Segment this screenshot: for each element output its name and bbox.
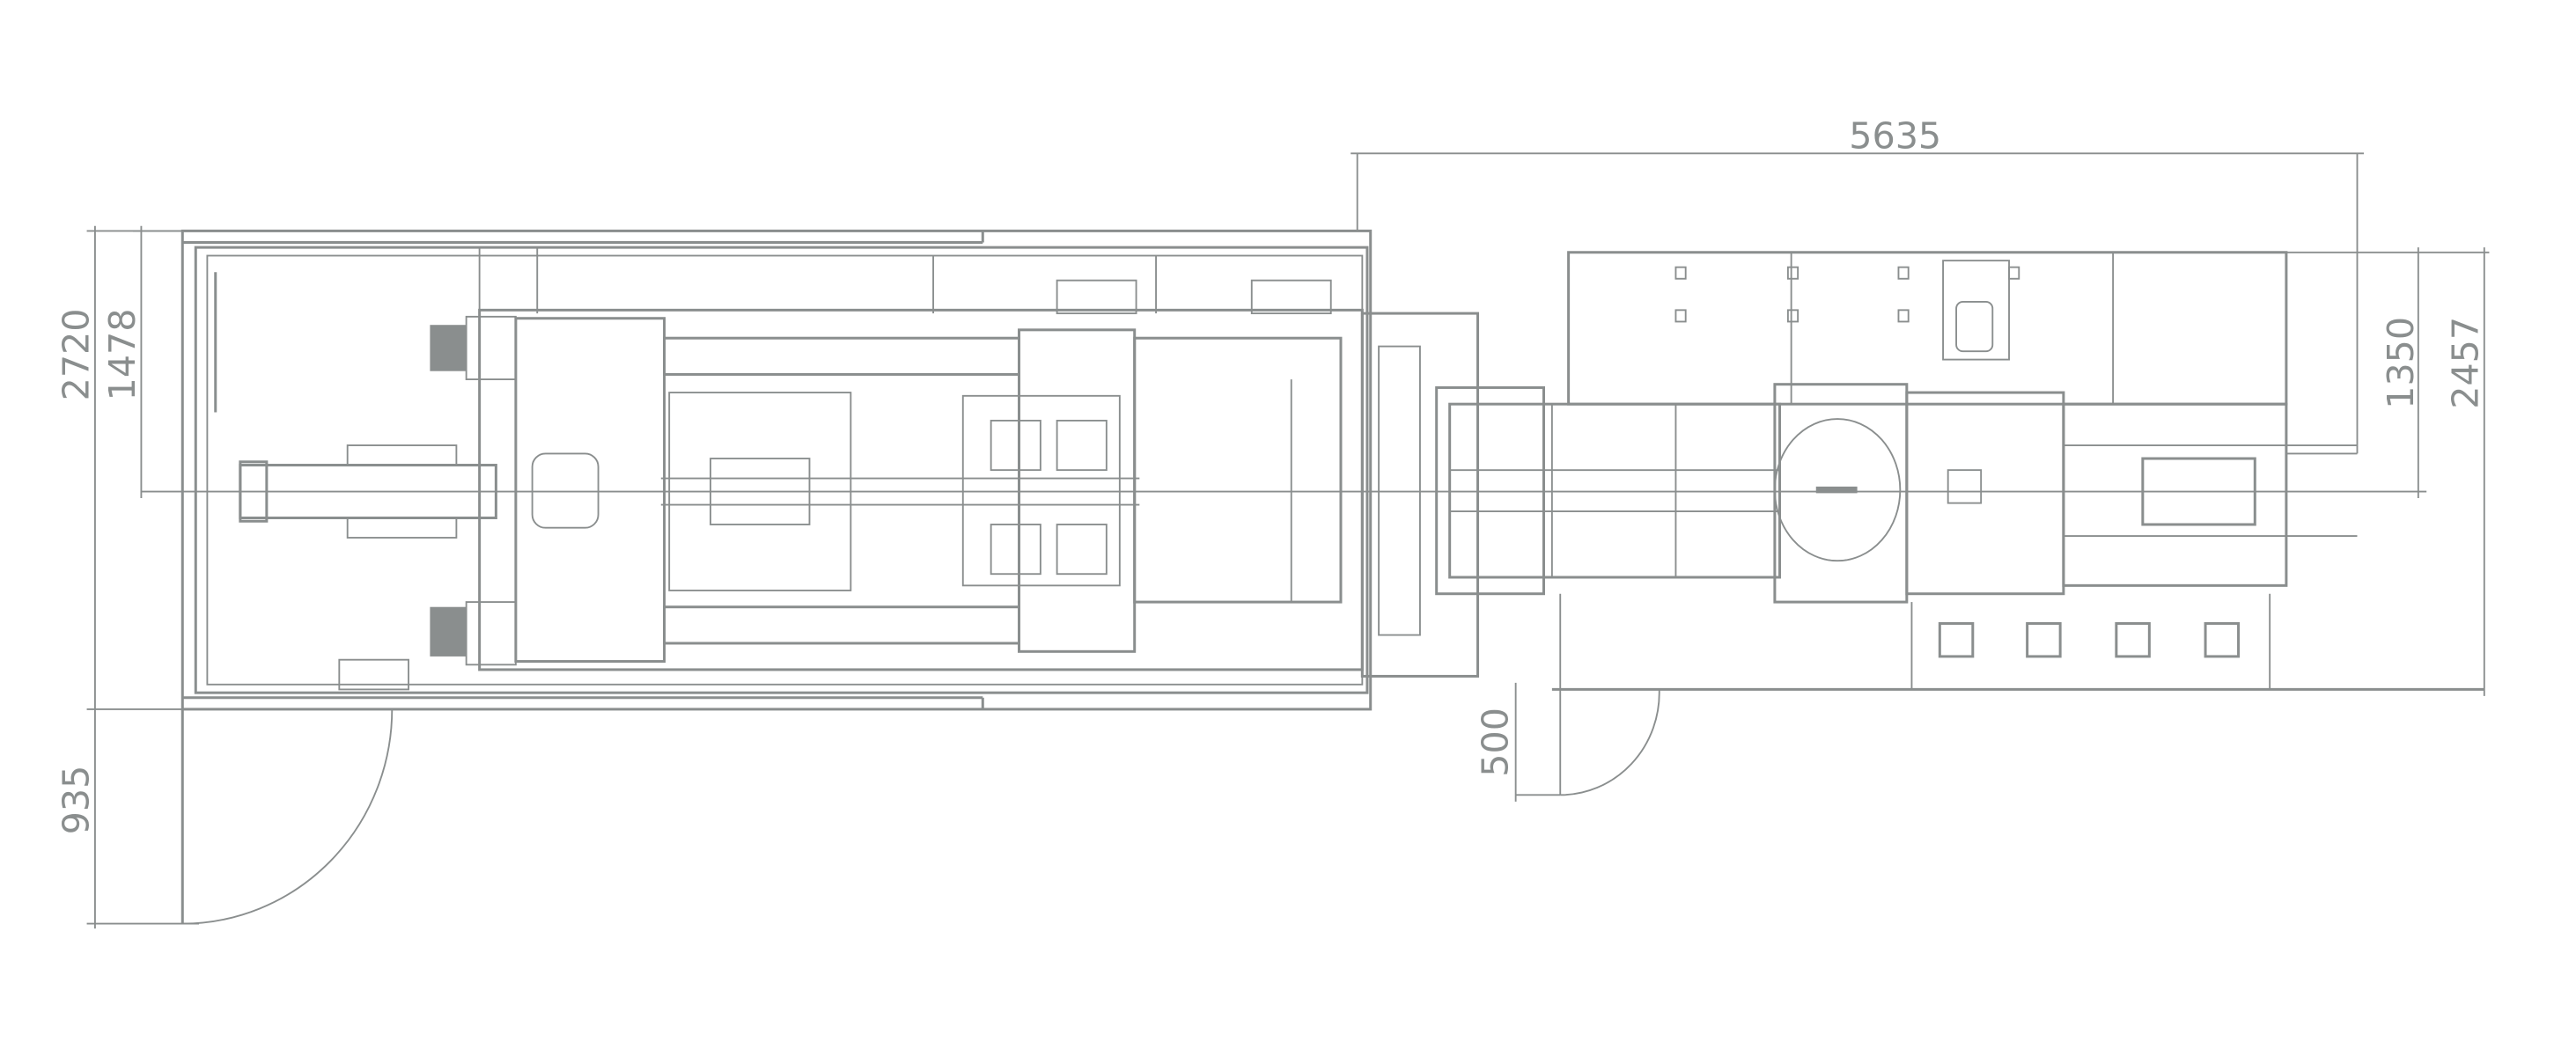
dimension-500: 500 [1474, 708, 1516, 777]
dimension-2457: 2457 [2444, 317, 2486, 409]
dimension-935: 935 [55, 766, 97, 835]
dimension-lines [86, 152, 2490, 929]
machine-body [239, 308, 1364, 671]
left-door-swing [180, 708, 394, 925]
right-door-swing [1515, 689, 1660, 796]
left-enclosure [180, 229, 1373, 711]
control-buttons [1938, 621, 2241, 658]
connector-section [1360, 312, 1782, 678]
dimension-5635: 5635 [1849, 115, 1941, 158]
dimension-1478: 1478 [101, 309, 144, 401]
dimension-2720: 2720 [55, 309, 97, 401]
right-enclosure [1551, 251, 2484, 691]
dimension-1350: 1350 [2380, 317, 2422, 409]
